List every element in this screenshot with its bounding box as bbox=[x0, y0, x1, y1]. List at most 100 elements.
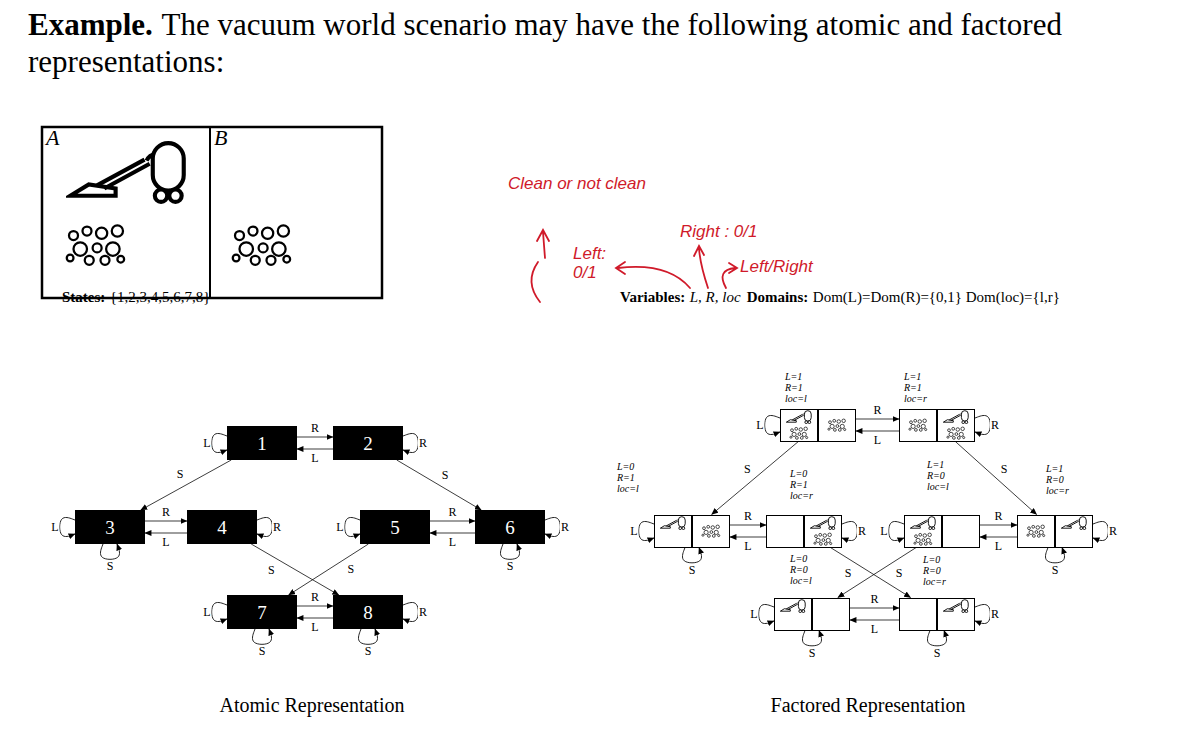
handwritten-note: Right : 0/1 bbox=[680, 222, 758, 241]
transition-arrow bbox=[856, 419, 899, 420]
action-label: L bbox=[310, 621, 319, 633]
action-label: L bbox=[873, 434, 882, 446]
self-loop-arrow bbox=[759, 604, 774, 623]
world-divider bbox=[209, 127, 211, 298]
action-label: S bbox=[364, 645, 373, 657]
action-label: L bbox=[335, 521, 344, 533]
state-assignment: L=0 R=1 loc=r bbox=[790, 468, 813, 501]
action-label: L bbox=[879, 525, 888, 537]
heading-text: The vacuum world scenario may have the f… bbox=[28, 7, 1062, 79]
transition-arrow bbox=[830, 548, 910, 598]
variables-list: L, R, loc bbox=[690, 289, 741, 305]
transition-arrow bbox=[850, 620, 899, 621]
self-loop-arrow bbox=[682, 548, 701, 563]
action-label: R bbox=[743, 510, 753, 522]
state-cells: L=1 R=1 loc=r bbox=[899, 409, 975, 442]
transition-arrow bbox=[838, 548, 916, 598]
self-loop-arrow bbox=[1045, 548, 1064, 563]
dirt-icon bbox=[67, 225, 124, 264]
transition-arrow bbox=[730, 525, 766, 526]
action-label: S bbox=[441, 469, 450, 481]
states-set: {1,2,3,4,5,6,7,8} bbox=[110, 289, 211, 305]
action-label: S bbox=[808, 647, 817, 659]
action-label: R bbox=[310, 591, 320, 603]
action-label: R bbox=[857, 525, 867, 537]
action-label: S bbox=[1000, 463, 1009, 475]
action-label: L bbox=[161, 536, 170, 548]
state-box: 1 bbox=[227, 426, 297, 460]
vacuum-icon bbox=[70, 143, 184, 202]
self-loop-arrow bbox=[802, 631, 821, 646]
self-loop-arrow bbox=[212, 433, 227, 452]
transition-arrow bbox=[430, 533, 475, 534]
state-assignment: L=0 R=0 loc=l bbox=[790, 553, 812, 586]
action-label: S bbox=[688, 564, 697, 576]
action-label: L bbox=[202, 437, 211, 449]
self-loop-arrow bbox=[842, 521, 857, 540]
transition-arrow bbox=[251, 544, 339, 595]
action-label: R bbox=[990, 419, 1000, 431]
state-cells: L=0 R=1 loc=r bbox=[766, 515, 842, 548]
transition-arrow bbox=[850, 608, 899, 609]
heading-line: Example.The vacuum world scenario may ha… bbox=[28, 6, 1138, 80]
self-loop-arrow bbox=[100, 544, 119, 559]
action-label: R bbox=[447, 506, 457, 518]
state-cells: L=0 R=1 loc=l bbox=[654, 515, 730, 548]
transition-arrow bbox=[145, 533, 187, 534]
state-box: 5 bbox=[360, 510, 430, 544]
transition-arrow bbox=[297, 618, 333, 619]
handwritten-note: Clean or not clean bbox=[508, 174, 646, 193]
domains-list: Dom(L)=Dom(R)={0,1} Dom(loc)={l,r} bbox=[813, 289, 1060, 305]
action-label: R bbox=[560, 521, 570, 533]
action-label: S bbox=[1051, 564, 1060, 576]
self-loop-arrow bbox=[212, 602, 227, 621]
state-assignment: L=1 R=0 loc=r bbox=[1046, 463, 1069, 496]
self-loop-arrow bbox=[975, 415, 990, 434]
self-loop-arrow bbox=[639, 521, 654, 540]
transition-arrow bbox=[712, 442, 799, 515]
action-label: L bbox=[310, 452, 319, 464]
action-label: S bbox=[176, 468, 185, 480]
state-cells: L=1 R=0 loc=l bbox=[904, 515, 980, 548]
action-label: L bbox=[448, 536, 457, 548]
example-heading: Example. bbox=[28, 7, 153, 42]
self-loop-arrow bbox=[257, 517, 272, 536]
dirt-icon bbox=[233, 225, 290, 264]
action-label: R bbox=[869, 593, 879, 605]
transition-arrow bbox=[730, 537, 766, 538]
world-frame bbox=[42, 127, 382, 298]
action-label: L bbox=[994, 540, 1003, 552]
action-label: R bbox=[1108, 525, 1118, 537]
transition-arrow bbox=[297, 437, 333, 438]
state-box: 4 bbox=[187, 510, 257, 544]
transition-arrow bbox=[289, 544, 369, 595]
action-label: L bbox=[50, 521, 59, 533]
action-label: S bbox=[258, 645, 267, 657]
action-label: S bbox=[106, 560, 115, 572]
self-loop-arrow bbox=[500, 544, 519, 559]
action-label: L bbox=[749, 608, 758, 620]
action-label: S bbox=[506, 560, 515, 572]
action-label: R bbox=[990, 608, 1000, 620]
action-label: R bbox=[310, 422, 320, 434]
transition-arrow bbox=[955, 442, 1036, 515]
states-line: States:{1,2,3,4,5,6,7,8} bbox=[62, 289, 210, 306]
self-loop-arrow bbox=[927, 631, 946, 646]
action-label: L bbox=[755, 419, 764, 431]
transition-arrow bbox=[430, 521, 475, 522]
state-assignment: L=0 R=1 loc=l bbox=[617, 461, 639, 494]
state-number: 4 bbox=[217, 518, 227, 537]
self-loop-arrow bbox=[60, 517, 75, 536]
action-label: S bbox=[933, 647, 942, 659]
self-loop-arrow bbox=[765, 415, 780, 434]
state-box: 2 bbox=[333, 426, 403, 460]
self-loop-arrow bbox=[889, 521, 904, 540]
self-loop-arrow bbox=[358, 629, 377, 644]
state-cells: L=1 R=0 loc=r bbox=[1017, 515, 1093, 548]
state-cells: L=0 R=0 loc=l bbox=[774, 598, 850, 631]
region-name: B bbox=[214, 125, 227, 151]
action-label: R bbox=[993, 510, 1003, 522]
action-label: S bbox=[743, 463, 752, 475]
